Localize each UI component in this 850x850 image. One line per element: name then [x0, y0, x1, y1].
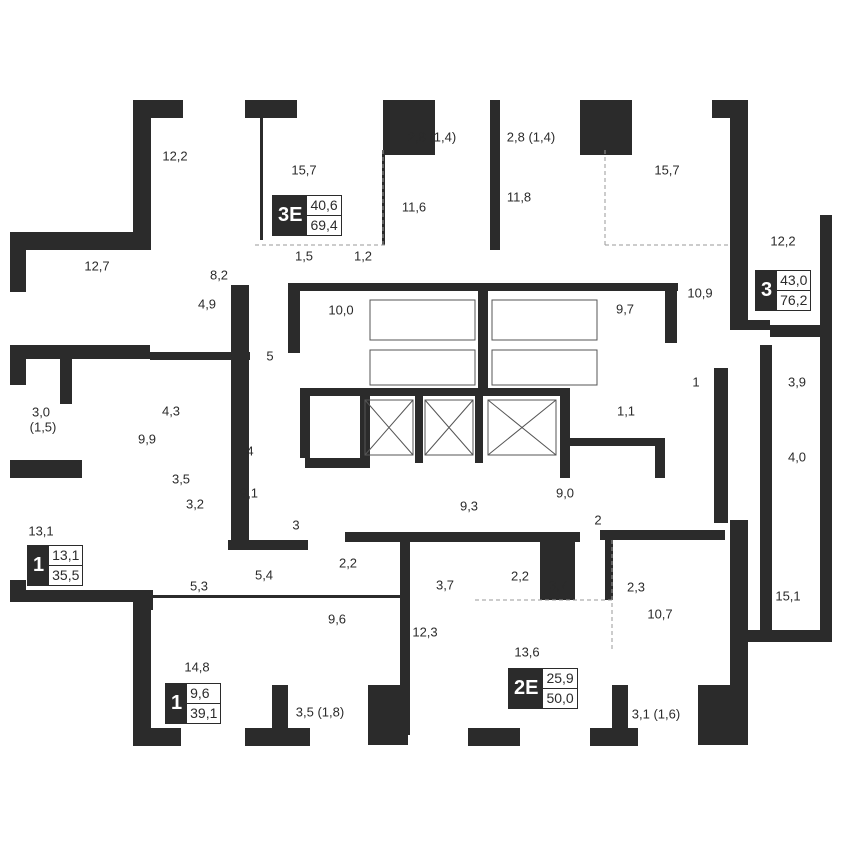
total-area: 39,1 — [190, 705, 218, 721]
room-area-label: 2,2 — [510, 568, 530, 584]
living-area: 43,0 — [777, 271, 811, 291]
room-area-label: 3,5 — [171, 471, 191, 487]
room-area-label: 9,3 — [459, 498, 479, 514]
room-area-label: 3,5 (1,8) — [295, 704, 345, 720]
room-area-label: 3 — [292, 517, 300, 533]
room-area-label: 15,7 — [291, 162, 317, 178]
living-area: 40,6 — [307, 196, 341, 216]
living-area: 25,9 — [543, 669, 577, 689]
room-area-label: 3,9 — [787, 374, 807, 390]
room-area-label: 4,3 — [161, 403, 181, 419]
room-area-label: 2,8 (1,4) — [407, 129, 457, 145]
room-area-label: 1,1 — [616, 403, 636, 419]
total-area: 35,5 — [52, 567, 80, 583]
room-area-label: 5 — [266, 348, 274, 364]
room-area-label: 3,1 (1,6) — [631, 706, 681, 722]
zone-dividers — [255, 150, 730, 650]
apartment-type: 1 — [166, 684, 188, 723]
total-area: 69,4 — [310, 217, 338, 233]
stairs-and-elevators — [364, 299, 598, 456]
room-area-label: 2,3 — [626, 579, 646, 595]
room-area-label: 9,7 — [615, 301, 635, 317]
apartment-type: 3E — [273, 196, 308, 235]
apartment-type: 2E — [509, 669, 544, 708]
total-area: 76,2 — [780, 292, 808, 308]
room-area-label: 9,1 — [239, 485, 259, 501]
room-area-label: 9,6 — [327, 611, 347, 627]
room-area-label: 12,3 — [412, 624, 438, 640]
room-area-label: 12,2 — [770, 233, 796, 249]
room-area-label: 9,9 — [137, 431, 157, 447]
room-area-label: 11,8 — [506, 189, 532, 205]
room-area-label: 11,6 — [401, 199, 427, 215]
room-area-label: 5,4 — [254, 567, 274, 583]
room-area-label: 2 — [594, 512, 602, 528]
room-area-label: 1,2 — [353, 248, 373, 264]
walls — [10, 100, 832, 746]
room-area-label: 1,5 — [294, 248, 314, 264]
living-area: 9,6 — [187, 684, 221, 704]
room-area-label: 5,3 — [189, 578, 209, 594]
apartment-type: 1 — [28, 546, 50, 585]
room-area-label: 3,2 — [185, 496, 205, 512]
room-area-label: 4 — [246, 443, 254, 459]
room-area-label: 9,0 — [555, 485, 575, 501]
room-area-label: 1 — [692, 374, 700, 390]
room-area-label: 3,7 — [435, 577, 455, 593]
room-area-label: 4,9 — [197, 296, 217, 312]
room-area-label: 15,1 — [775, 588, 801, 604]
room-area-label: 2,2 — [338, 555, 358, 571]
room-area-label: 13,1 — [28, 523, 54, 539]
room-area-label: 3,7 — [548, 577, 568, 593]
room-area-label: 15,7 — [654, 162, 680, 178]
room-area-label: 10,7 — [647, 606, 673, 622]
room-area-label: 10,9 — [687, 285, 713, 301]
room-area-label: 4,0 — [787, 449, 807, 465]
room-area-label: 2,8 (1,4) — [506, 129, 556, 145]
apartment-type: 3 — [756, 271, 778, 310]
room-area-label: 10,0 — [328, 302, 354, 318]
room-area-label: 8,2 — [209, 267, 229, 283]
room-area-label: 12,7 — [84, 258, 110, 274]
room-area-label: 14,8 — [184, 659, 210, 675]
living-area: 13,1 — [49, 546, 83, 566]
total-area: 50,0 — [546, 690, 574, 706]
room-area-label: (1,5) — [29, 419, 57, 435]
room-area-label: 12,2 — [162, 148, 188, 164]
room-area-label: 13,6 — [514, 644, 540, 660]
room-area-label: 3,0 — [31, 404, 51, 420]
